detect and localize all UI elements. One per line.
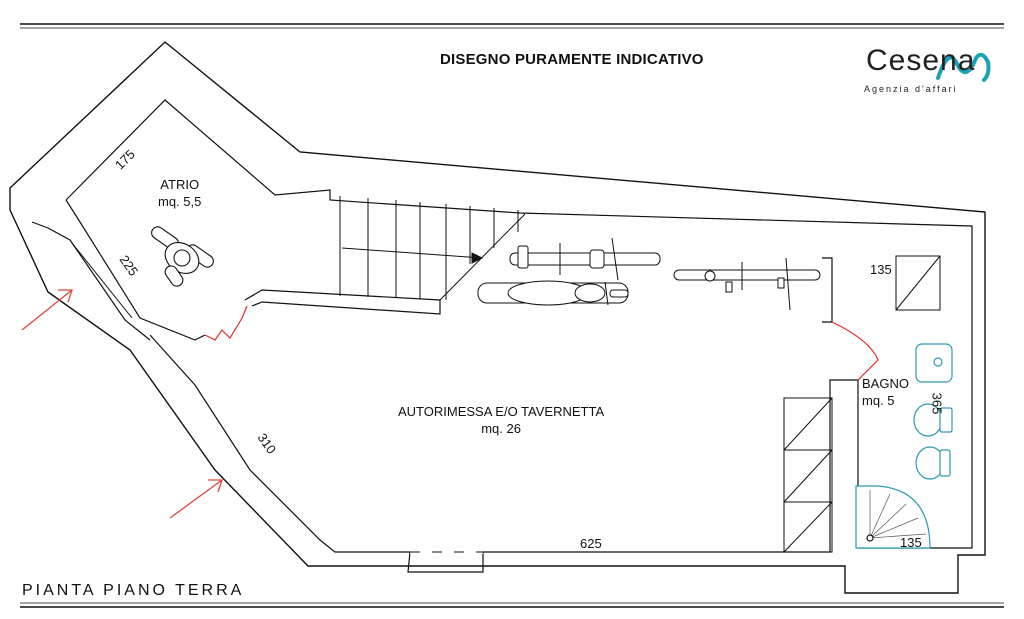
entry-arrow-top — [21, 289, 73, 331]
atrio-door — [204, 305, 248, 341]
sink-icon — [915, 343, 953, 383]
room-bagno-area: mq. 5 — [862, 393, 895, 408]
toilet-icon — [913, 403, 953, 437]
dimension-135-top: 135 — [870, 262, 892, 277]
room-autorimessa: AUTORIMESSA E/O TAVERNETTA mq. 26 — [398, 403, 604, 437]
dimension-625: 625 — [580, 536, 602, 551]
plan-caption: PIANTA PIANO TERRA — [22, 582, 245, 599]
room-atrio-name: ATRIO — [160, 177, 200, 192]
staircase — [339, 196, 526, 301]
drawing-disclaimer: DISEGNO PURAMENTE INDICATIVO — [440, 51, 704, 68]
shower-icon — [855, 485, 931, 549]
bidet-icon — [915, 446, 951, 480]
shelving-unit — [783, 397, 833, 553]
room-bagno: BAGNO mq. 5 — [862, 375, 909, 409]
room-atrio: ATRIO mq. 5,5 — [158, 176, 201, 210]
person-icon — [151, 226, 214, 287]
bicycle-icon — [509, 237, 661, 281]
room-bagno-name: BAGNO — [862, 376, 909, 391]
entry-threshold — [71, 242, 133, 319]
room-autorimessa-name: AUTORIMESSA E/O TAVERNETTA — [398, 404, 605, 419]
room-atrio-area: mq. 5,5 — [158, 194, 202, 209]
bagno-door — [831, 321, 879, 381]
bagno-cabinet — [895, 255, 941, 311]
outer-wall — [9, 41, 986, 594]
room-autorimessa-area: mq. 26 — [481, 421, 521, 436]
motorcycle-icon — [477, 280, 629, 306]
stairs-wall — [244, 289, 441, 315]
atrio-wall — [65, 199, 206, 341]
brand-logo-name: Cesena — [866, 44, 976, 77]
bagno-partition — [822, 257, 833, 323]
entry-jamb — [31, 221, 151, 341]
dimension-135-bottom: 135 — [900, 535, 922, 550]
bicycle-icon-2 — [673, 257, 821, 311]
brand-logo-tagline: Agenzia d'affari — [864, 84, 958, 94]
inner-wall — [65, 99, 973, 573]
entry-arrow-bottom — [169, 479, 223, 519]
dimension-365: 365 — [929, 392, 945, 415]
logo-wave-icon — [936, 52, 991, 82]
